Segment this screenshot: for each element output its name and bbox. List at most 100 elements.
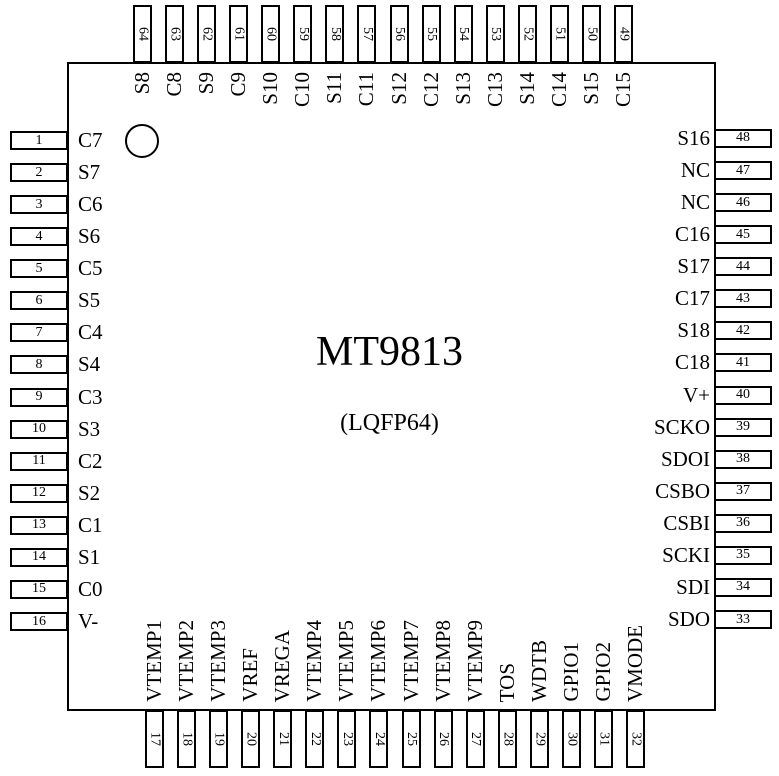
pin-box: 27: [465, 710, 485, 768]
pin-box: 36: [714, 513, 772, 533]
pin-label: V+: [682, 382, 710, 407]
pin-box: 58: [325, 5, 345, 63]
pin-label: C5: [78, 256, 103, 281]
pin-label: C12: [418, 72, 443, 108]
pin-box: 21: [273, 710, 293, 768]
pin-label: C17: [674, 286, 710, 311]
pin-label: NC: [680, 158, 710, 183]
pin-box: 7: [10, 323, 68, 343]
pin-label: CSBI: [663, 510, 710, 535]
pin-box: 15: [10, 579, 68, 599]
pin-box: 29: [529, 710, 549, 768]
pin-label: C14: [546, 72, 571, 108]
pin-box: 45: [714, 225, 772, 245]
pin-box: 19: [209, 710, 229, 768]
pin-box: 23: [337, 710, 357, 768]
pin-label: VTEMP5: [334, 620, 359, 702]
pin1-marker-circle: [125, 124, 159, 158]
pin-label: C11: [354, 72, 379, 107]
pin-label: C0: [78, 576, 103, 601]
pin-label: VTEMP6: [366, 620, 391, 702]
chip-package: (LQFP64): [340, 410, 439, 436]
pin-label: S17: [677, 254, 710, 279]
pin-box: 37: [714, 481, 772, 501]
pin-label: S8: [129, 72, 154, 95]
pin-box: 16: [10, 612, 68, 632]
pin-box: 9: [10, 387, 68, 407]
pin-box: 11: [10, 451, 68, 471]
pin-label: C6: [78, 192, 103, 217]
pin-box: 2: [10, 163, 68, 183]
pin-box: 32: [626, 710, 646, 768]
pin-label: C2: [78, 448, 103, 473]
pin-box: 4: [10, 227, 68, 247]
pin-box: 5: [10, 259, 68, 279]
pin-label: VTEMP9: [462, 620, 487, 702]
pin-box: 51: [549, 5, 569, 63]
pin-label: GPIO2: [590, 642, 615, 702]
pin-label: C9: [226, 72, 251, 97]
pin-label: C15: [611, 72, 635, 108]
pin-label: S13: [450, 72, 475, 105]
pin-label: NC: [680, 190, 710, 215]
pin-box: 60: [261, 5, 281, 63]
pin-label: SDOI: [660, 446, 710, 471]
pin-box: 40: [714, 385, 772, 405]
pin-label: S14: [514, 72, 539, 105]
pin-box: 56: [389, 5, 409, 63]
pin-box: 62: [197, 5, 217, 63]
pin-box: 47: [714, 161, 772, 181]
pin-box: 39: [714, 417, 772, 437]
pin-box: 10: [10, 419, 68, 439]
pin-box: 61: [229, 5, 249, 63]
pin-box: 57: [357, 5, 377, 63]
pin-box: 43: [714, 289, 772, 309]
pin-label: S9: [194, 72, 219, 95]
pin-label: VTEMP4: [302, 620, 327, 702]
pin-label: C3: [78, 384, 103, 409]
pin-label: S7: [78, 160, 101, 185]
pin-box: 26: [433, 710, 453, 768]
pin-label: VREF: [238, 648, 263, 702]
pin-label: VTEMP7: [398, 620, 423, 702]
pin-box: 8: [10, 355, 68, 375]
pin-box: 64: [132, 5, 152, 63]
pin-label: S12: [386, 72, 411, 105]
pin-label: WDTB: [526, 640, 551, 702]
pin-label: S2: [78, 480, 101, 505]
pin-label: SCKI: [662, 542, 710, 567]
pin-box: 14: [10, 547, 68, 567]
pin-box: 53: [485, 5, 505, 63]
pin-box: 24: [369, 710, 389, 768]
pin-label: S18: [677, 318, 710, 343]
pin-box: 54: [453, 5, 473, 63]
chip-name: MT9813: [316, 329, 463, 375]
pin-label: SCKO: [653, 414, 710, 439]
pin-box: 17: [145, 710, 164, 768]
pin-label: C10: [290, 72, 315, 108]
pin-label: V-: [78, 609, 99, 634]
pin-label: S15: [578, 72, 603, 105]
pin-box: 50: [581, 5, 601, 63]
pin-label: VMODE: [623, 625, 648, 702]
pin-box: 44: [714, 257, 772, 277]
pin-label: C16: [674, 222, 710, 247]
pin-box: 34: [714, 577, 772, 597]
pin-box: 46: [714, 193, 772, 213]
pin-label: C13: [482, 72, 507, 108]
pin-box: 38: [714, 449, 772, 469]
pin-box: 12: [10, 483, 68, 503]
pin-box: 48: [714, 128, 772, 148]
pin-label: VTEMP2: [174, 620, 199, 702]
pin-box: 28: [497, 710, 517, 768]
pin-box: 3: [10, 195, 68, 215]
pin-box: 30: [561, 710, 581, 768]
pin-box: 42: [714, 321, 772, 341]
pin-label: S5: [78, 288, 101, 313]
pin-label: S11: [322, 72, 347, 104]
pin-label: C4: [78, 320, 103, 345]
pin-box: 41: [714, 353, 772, 373]
pin-box: 35: [714, 545, 772, 565]
pin-label: VTEMP1: [142, 620, 166, 702]
pin-box: 52: [517, 5, 537, 63]
